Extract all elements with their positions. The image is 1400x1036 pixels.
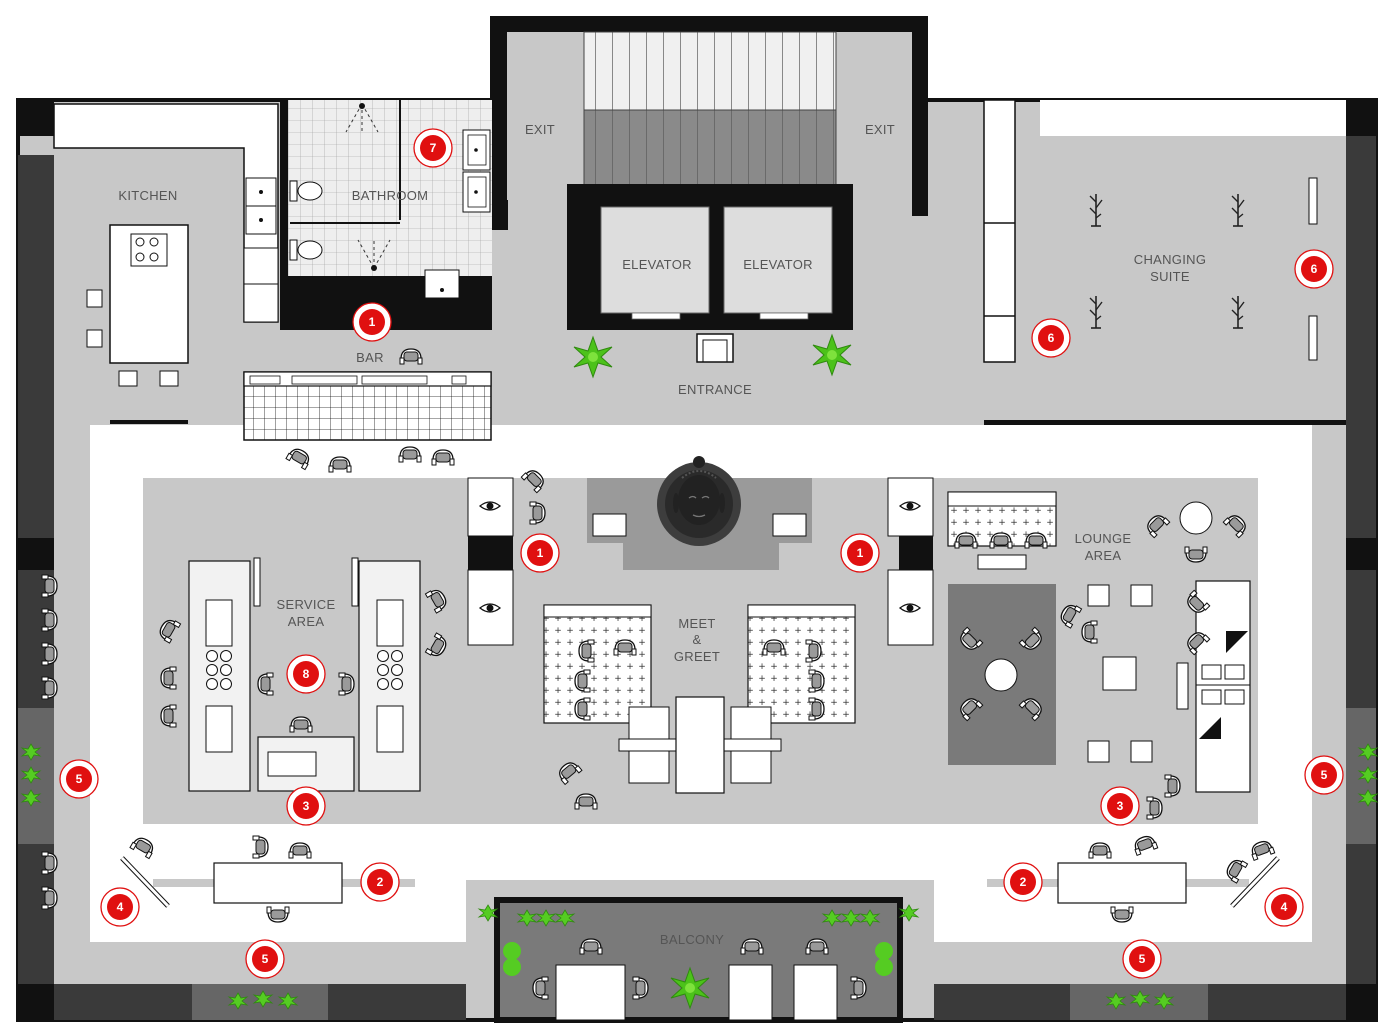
meet-greet-label-1: MEET <box>678 616 715 631</box>
entrance-mat <box>696 333 734 363</box>
elevator-left-label: ELEVATOR <box>622 257 692 272</box>
elevator-block <box>567 184 853 330</box>
svg-text:5: 5 <box>1139 952 1146 966</box>
marker-5-right[interactable]: 5 <box>1304 755 1344 795</box>
svg-text:1: 1 <box>857 546 864 560</box>
bar-counter <box>243 371 492 441</box>
svg-text:1: 1 <box>537 546 544 560</box>
svg-text:6: 6 <box>1311 262 1318 276</box>
kitchen <box>53 103 279 424</box>
svg-text:3: 3 <box>1117 799 1124 813</box>
bar-label: BAR <box>356 350 384 365</box>
meet-greet-label-2: & <box>693 632 702 647</box>
lounge-area-label-1: LOUNGE <box>1075 531 1132 546</box>
toilet-icon <box>289 239 323 261</box>
svg-text:5: 5 <box>1321 768 1328 782</box>
marker-2-left[interactable]: 2 <box>360 862 400 902</box>
buddha-statue-icon <box>673 456 725 525</box>
svg-text:8: 8 <box>303 667 310 681</box>
svg-text:4: 4 <box>117 900 124 914</box>
svg-text:4: 4 <box>1281 900 1288 914</box>
exit-right-label: EXIT <box>865 122 895 137</box>
svg-text:3: 3 <box>303 799 310 813</box>
marker-1-left[interactable]: 1 <box>520 533 560 573</box>
exit-left-label: EXIT <box>525 122 555 137</box>
marker-5-bottom-left[interactable]: 5 <box>245 939 285 979</box>
sink-icon <box>462 171 491 213</box>
changing-suite-label-2: SUITE <box>1150 269 1190 284</box>
sink-icon <box>424 269 460 299</box>
markers: 1 1 1 2 2 3 3 <box>59 128 1344 979</box>
bathroom-label: BATHROOM <box>352 188 429 203</box>
marker-5-left[interactable]: 5 <box>59 759 99 799</box>
marker-2-right[interactable]: 2 <box>1003 862 1043 902</box>
marker-8[interactable]: 8 <box>286 654 326 694</box>
lounge-area-label-2: AREA <box>1085 548 1122 563</box>
bathroom <box>280 100 492 330</box>
svg-text:5: 5 <box>76 772 83 786</box>
sink-icon <box>462 129 491 171</box>
service-area-label-1: SERVICE <box>277 597 336 612</box>
balcony-label: BALCONY <box>660 932 724 947</box>
svg-text:6: 6 <box>1048 331 1055 345</box>
meet-greet-seating <box>543 604 856 794</box>
marker-4-right[interactable]: 4 <box>1264 887 1304 927</box>
marker-1-bar[interactable]: 1 <box>352 302 392 342</box>
entrance-label: ENTRANCE <box>678 382 752 397</box>
svg-text:7: 7 <box>430 141 437 155</box>
meet-greet-label-3: GREET <box>674 649 720 664</box>
marker-3-right[interactable]: 3 <box>1100 786 1140 826</box>
plant-group <box>21 743 1378 1010</box>
marker-1-right[interactable]: 1 <box>840 533 880 573</box>
marker-4-left[interactable]: 4 <box>100 887 140 927</box>
marker-6-right[interactable]: 6 <box>1294 249 1334 289</box>
changing-suite-label-1: CHANGING <box>1134 252 1206 267</box>
changing-suite <box>983 99 1346 425</box>
balcony <box>494 897 903 1023</box>
service-area-label-2: AREA <box>288 614 325 629</box>
marker-3-left[interactable]: 3 <box>286 786 326 826</box>
svg-text:2: 2 <box>1020 875 1027 889</box>
svg-text:5: 5 <box>262 952 269 966</box>
marker-6-left[interactable]: 6 <box>1031 318 1071 358</box>
elevator-right-label: ELEVATOR <box>743 257 813 272</box>
marker-7[interactable]: 7 <box>413 128 453 168</box>
toilet-icon <box>289 180 323 202</box>
svg-text:1: 1 <box>369 315 376 329</box>
marker-5-bottom-right[interactable]: 5 <box>1122 939 1162 979</box>
kitchen-label: KITCHEN <box>118 188 177 203</box>
reception-desks <box>120 856 1280 908</box>
svg-text:2: 2 <box>377 875 384 889</box>
service-area-stations <box>188 557 421 792</box>
